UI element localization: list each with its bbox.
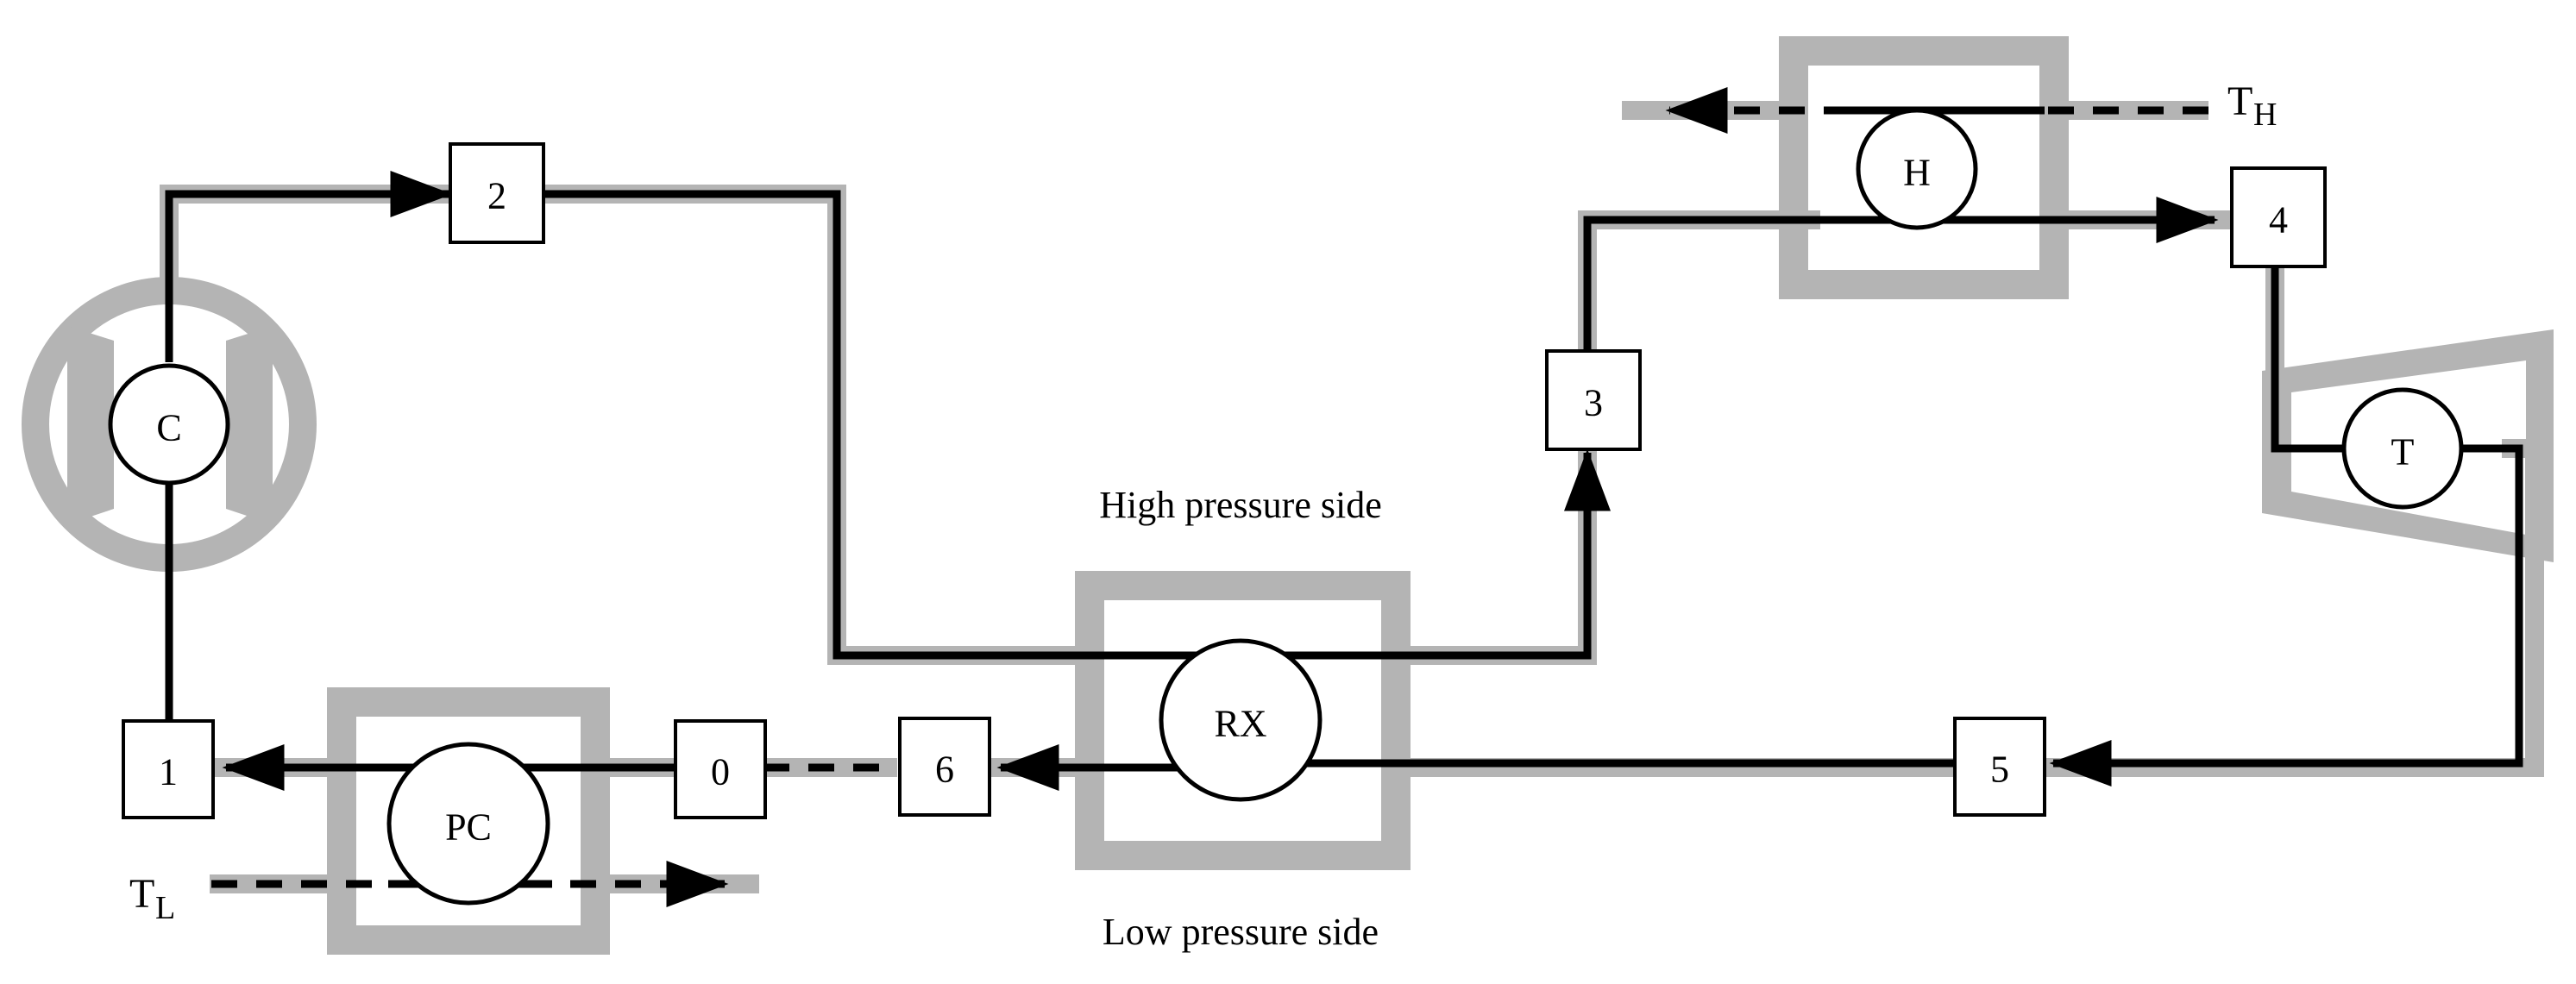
flow-c-to-2: [165, 171, 453, 362]
temp-low-main: T: [129, 871, 154, 917]
temperature-low-label: T L: [129, 871, 175, 926]
heat-exchanger: H: [1856, 108, 1978, 230]
state-5-label: 5: [1990, 749, 2009, 791]
state-4-label: 4: [2269, 199, 2288, 241]
state-2: 2: [449, 142, 545, 244]
state-0-label: 0: [711, 751, 730, 793]
flow-2-to-rx: [545, 190, 1241, 660]
recuperator-label: RX: [1214, 703, 1266, 745]
turbine-label: T: [2391, 431, 2415, 473]
state-5: 5: [1953, 717, 2046, 817]
compressor-wedge-left: [67, 326, 114, 524]
state-3-label: 3: [1584, 382, 1603, 424]
compressor: C: [108, 363, 230, 486]
precooler-label: PC: [445, 806, 492, 849]
precooler: PC: [386, 742, 550, 906]
high-pressure-label: High pressure side: [1099, 484, 1382, 526]
state-1-label: 1: [159, 751, 178, 793]
state-6: 6: [898, 717, 991, 817]
state-6-label: 6: [935, 749, 954, 791]
state-4: 4: [2230, 166, 2327, 268]
flow-rx-to-3: [1241, 448, 1611, 660]
state-3: 3: [1545, 349, 1642, 451]
recuperator: RX: [1159, 638, 1323, 802]
compressor-wedge-right: [226, 326, 273, 524]
low-pressure-label: Low pressure side: [1103, 911, 1379, 953]
temperature-high-label: T H: [2227, 78, 2277, 133]
state-1: 1: [122, 719, 215, 819]
heat-exchanger-label: H: [1903, 152, 1931, 194]
temp-high-main: T: [2227, 78, 2252, 124]
temp-high-sub: H: [2253, 97, 2277, 133]
heater-housing: [1779, 36, 2069, 299]
precooler-housing: [327, 687, 610, 955]
temp-low-sub: L: [155, 890, 175, 926]
recuperator-housing: [1075, 571, 1411, 870]
state-2-label: 2: [487, 175, 506, 217]
state-0: 0: [674, 719, 767, 819]
turbine: T: [2341, 387, 2464, 510]
flow-lines: [165, 87, 2523, 907]
flow-3-to-h: [1583, 216, 1917, 349]
compressor-label: C: [156, 407, 181, 449]
